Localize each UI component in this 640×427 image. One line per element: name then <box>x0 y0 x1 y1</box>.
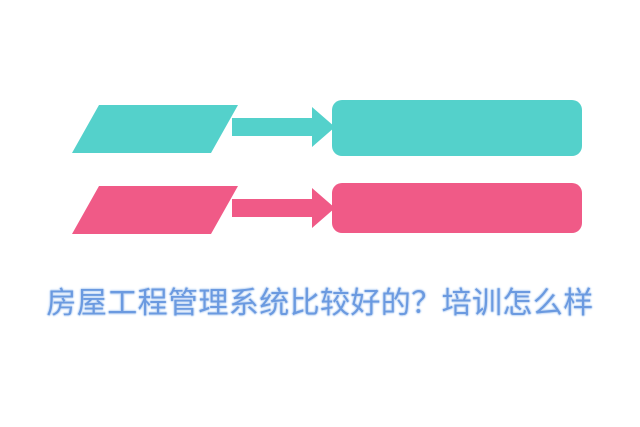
arrow-right-pink-icon <box>232 188 335 228</box>
flow-row-pink <box>0 180 640 240</box>
rounded-rect-teal[interactable] <box>332 100 582 156</box>
caption: 房屋工程管理系统比较好的？培训怎么样 <box>0 283 640 325</box>
parallelogram-pink[interactable] <box>72 186 238 234</box>
caption-text: 房屋工程管理系统比较好的？培训怎么样 <box>46 286 594 321</box>
parallelogram-teal[interactable] <box>72 105 238 153</box>
flow-row-pink-shapes <box>72 183 582 234</box>
flow-row-teal <box>0 98 640 158</box>
flow-row-teal-shapes <box>72 100 582 156</box>
rounded-rect-pink[interactable] <box>332 183 582 233</box>
arrow-right-teal-icon <box>232 107 335 147</box>
